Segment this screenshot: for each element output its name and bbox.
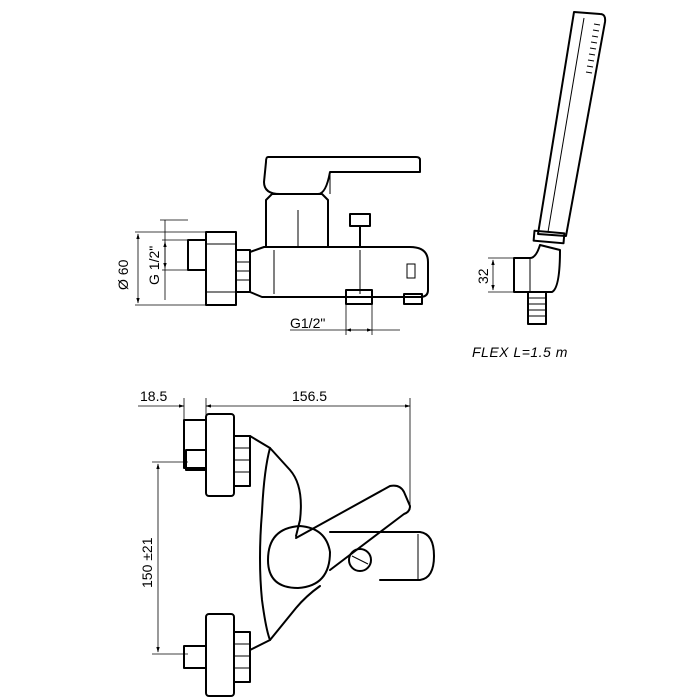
handle-base xyxy=(267,525,331,589)
diverter-circle xyxy=(348,548,372,572)
shower-holder xyxy=(513,244,561,293)
dim-inlet-thread: G 1/2" xyxy=(146,246,162,285)
mixer-body xyxy=(249,246,429,298)
hand-shower xyxy=(488,11,607,325)
dim-overall-depth: 156.5 xyxy=(292,388,327,404)
shower-head xyxy=(537,11,607,237)
lever xyxy=(295,484,411,571)
inlet-nipple xyxy=(187,239,207,271)
body-upper xyxy=(269,447,302,537)
dim-offset-left: 18.5 xyxy=(140,388,167,404)
front-view xyxy=(135,156,429,335)
lever-handle xyxy=(263,156,421,195)
upper-inlet-nipple xyxy=(183,419,207,469)
flex-hose xyxy=(527,291,547,325)
spout xyxy=(329,531,435,581)
dim-diameter: Ø 60 xyxy=(115,259,131,290)
cartridge-column xyxy=(265,193,329,248)
spout-outlet xyxy=(403,293,423,305)
top-view xyxy=(138,398,435,697)
hose-length-note: FLEX L=1.5 m xyxy=(472,344,568,360)
dim-holder-height: 32 xyxy=(475,268,491,284)
wall-flange xyxy=(205,231,237,306)
body-lower xyxy=(269,585,321,641)
dim-centre-distance: 150 ±21 xyxy=(139,537,155,588)
dim-outlet-thread: G1/2" xyxy=(290,315,325,331)
upper-nut xyxy=(233,435,251,487)
body-left xyxy=(249,435,271,651)
upper-flange xyxy=(205,413,235,497)
shower-nozzles xyxy=(585,23,601,74)
lower-flange xyxy=(205,613,235,697)
diverter-knob xyxy=(349,213,371,227)
lower-nut xyxy=(233,631,251,683)
